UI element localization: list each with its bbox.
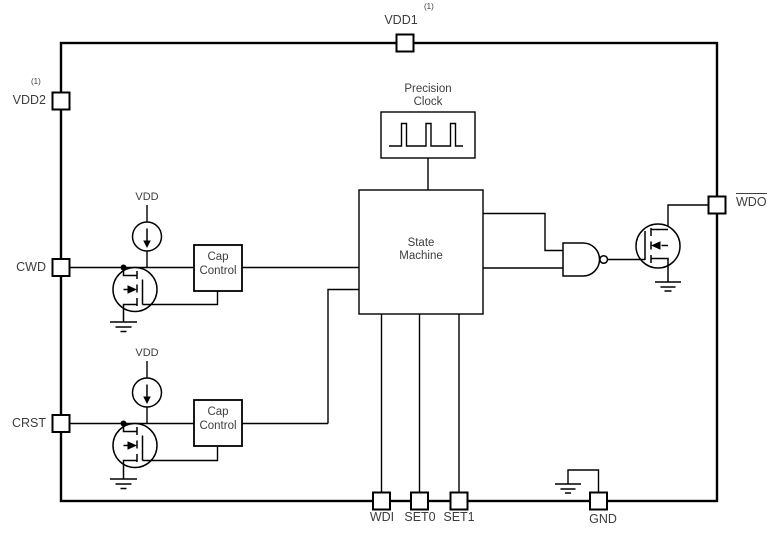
precision-clock-label: Precision Clock (404, 83, 452, 108)
cap-control-block (193, 244, 243, 292)
pin-wdi (372, 491, 391, 511)
nmos-transistor-icon (110, 420, 219, 490)
pin-label-crst: CRST (11, 416, 46, 430)
junction-dot (120, 264, 127, 271)
pin-vdd1 (395, 33, 415, 53)
pin-gnd (589, 491, 608, 511)
precision-clock-block (380, 111, 476, 159)
pin-label-set1: SET1 (443, 510, 475, 524)
inverter-bubble (599, 254, 609, 265)
state-machine-label: State Machine (399, 237, 443, 262)
wire-gate-to-cap-control (142, 291, 219, 306)
ground-icon (110, 478, 137, 490)
nmos-transistor-icon (110, 264, 219, 333)
nmos-arrow (651, 241, 661, 250)
nmos-source (122, 303, 137, 322)
nmos-source (122, 459, 137, 479)
wire-sm-to-nand-upper (483, 212, 563, 252)
wire-drain-to-wdo (667, 204, 709, 230)
junction-dot (120, 420, 127, 427)
pin-label-cwd: CWD (16, 260, 46, 274)
pin-note-vdd1: (1) (424, 2, 434, 11)
cap-control-label: Cap Control (199, 251, 237, 277)
nmos-arrow (127, 441, 137, 450)
cap-control-label: Cap Control (199, 406, 237, 432)
pin-label-gnd: GND (589, 512, 617, 526)
arrow-down-icon (143, 396, 151, 404)
pin-note-vdd2: (1) (31, 77, 41, 86)
pin-label-wdo: WDO (736, 193, 767, 209)
ground-icon (555, 483, 581, 494)
current-source-icon (131, 377, 163, 408)
pin-label-vdd2: VDD2 (12, 93, 46, 107)
supply-label-vdd: VDD (135, 347, 159, 359)
nmos-source (651, 257, 669, 282)
pin-squares (51, 33, 727, 511)
clock-waveform-icon (389, 122, 463, 147)
current-source-icon (131, 221, 163, 252)
pin-crst (51, 414, 71, 433)
nmos-transistor-icon (607, 223, 681, 292)
ground-icon (110, 321, 137, 333)
ground-icon (655, 281, 681, 292)
wdo-overline-text: WDO (736, 193, 767, 209)
state-machine-block (358, 189, 484, 315)
cap-control-block (193, 399, 243, 447)
pin-wdo (707, 195, 727, 215)
wire-gate-to-cap-control (142, 447, 219, 462)
wire-gnd-pin-to-ground (567, 469, 600, 493)
pin-set1 (449, 491, 469, 511)
supply-label-vdd: VDD (135, 191, 159, 203)
pin-set0 (410, 491, 429, 511)
pin-vdd2 (51, 91, 71, 111)
nmos-arrow (127, 285, 137, 294)
pin-label-set0: SET0 (404, 510, 436, 524)
pin-cwd (51, 258, 71, 277)
pin-label-wdi: WDI (369, 510, 395, 524)
nand-gate-icon (562, 242, 609, 277)
pin-label-vdd1: VDD1 (384, 13, 418, 27)
arrow-down-icon (143, 240, 151, 248)
